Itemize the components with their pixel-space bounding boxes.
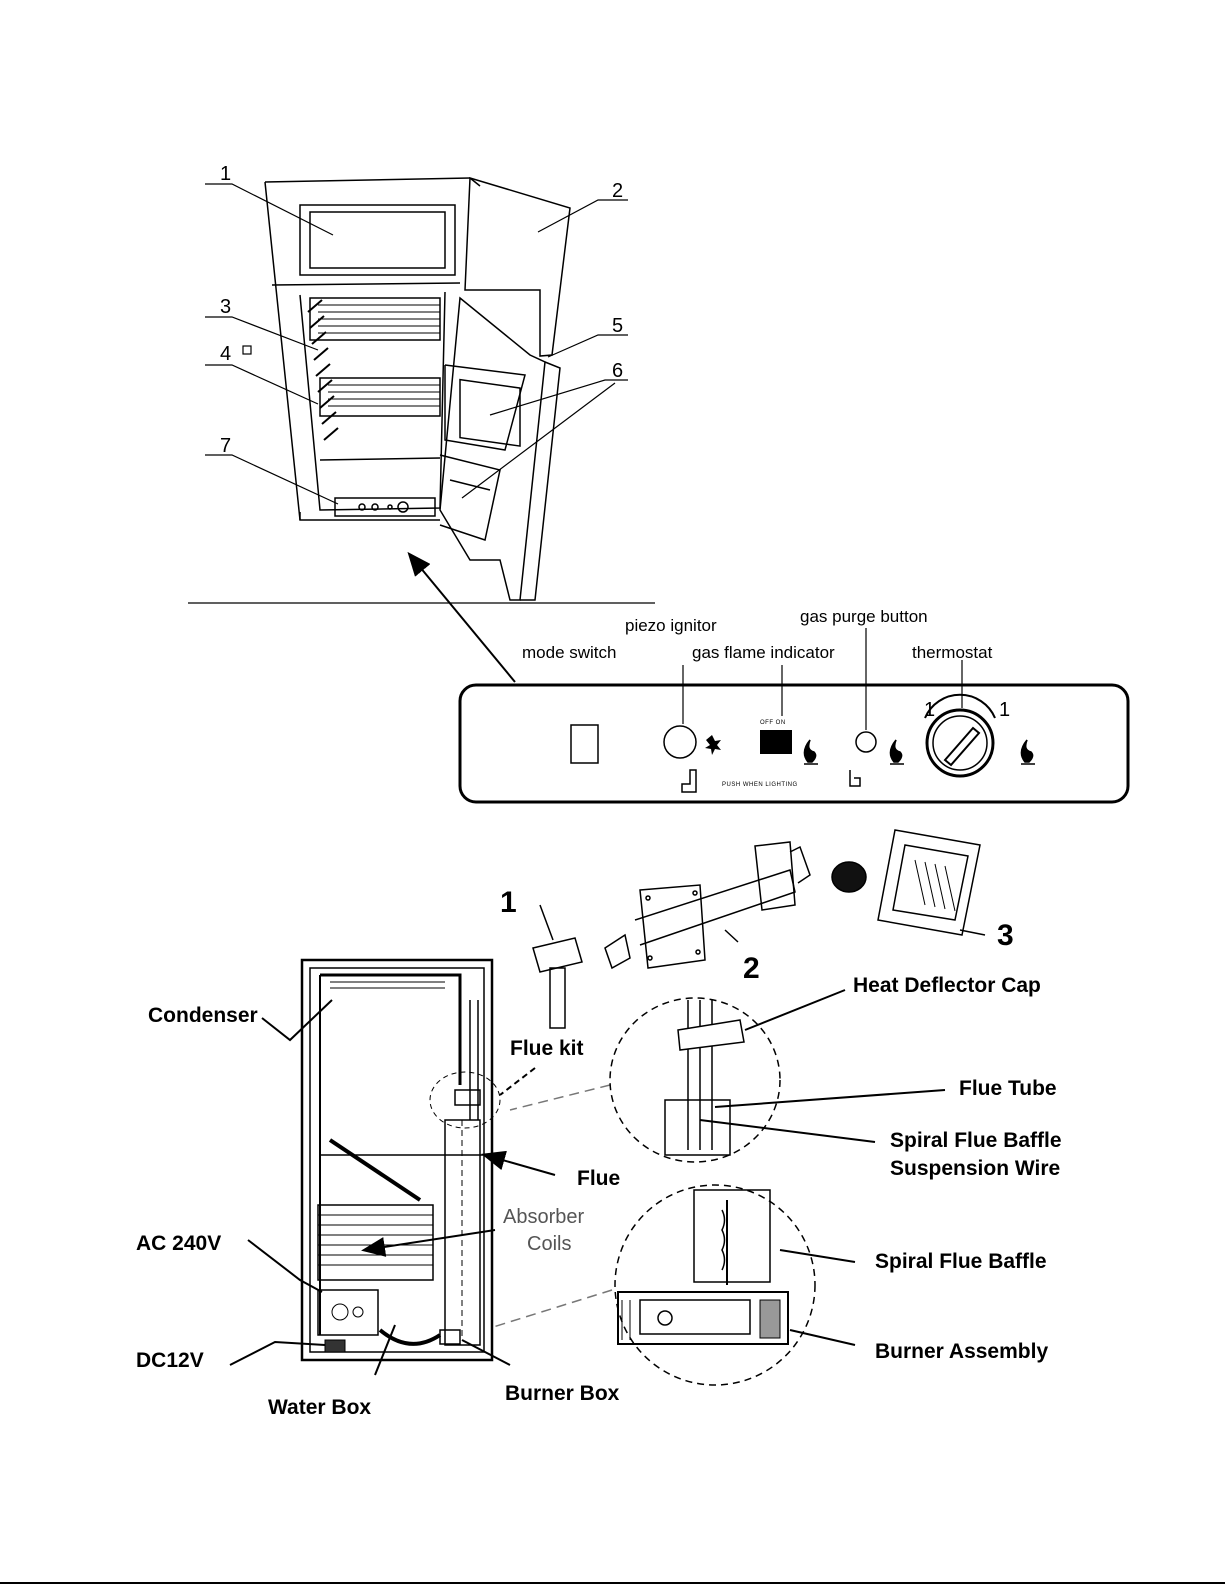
label-gas-flame-indicator: gas flame indicator xyxy=(692,643,835,662)
label-gas-purge-button: gas purge button xyxy=(800,607,928,626)
fridge-front-view xyxy=(265,178,570,600)
label-spiral-flue-baffle: Spiral Flue Baffle xyxy=(875,1250,1047,1273)
label-mode-switch: mode switch xyxy=(522,643,616,662)
flue-part-1-cap xyxy=(533,938,582,972)
flue-part-3-vent xyxy=(878,830,980,935)
burner-detail-circle xyxy=(615,1185,815,1385)
small-square-mark xyxy=(243,346,251,354)
fridge-rear-view xyxy=(302,960,500,1360)
callout-2: 2 xyxy=(612,180,623,202)
flue-kit-parts xyxy=(533,830,985,1028)
callout-4: 4 xyxy=(220,343,231,365)
svg-text:1: 1 xyxy=(999,699,1010,721)
spark-icon xyxy=(705,735,721,755)
label-suspension-line1: Spiral Flue Baffle xyxy=(890,1129,1062,1152)
label-burner-box: Burner Box xyxy=(505,1382,620,1405)
label-thermostat: thermostat xyxy=(912,643,993,662)
label-suspension-line2: Suspension Wire xyxy=(890,1157,1060,1180)
flame-icon-purge xyxy=(890,740,904,764)
callout-leaders xyxy=(205,184,628,504)
flame-icon-thermostat xyxy=(1021,740,1035,764)
label-flue-kit: Flue kit xyxy=(510,1037,584,1060)
callout-1: 1 xyxy=(220,163,231,185)
gas-purge-button xyxy=(856,732,876,752)
mode-switch xyxy=(571,725,598,763)
flue-part-label-2: 2 xyxy=(743,952,760,985)
push-when-lighting-caption: PUSH WHEN LIGHTING xyxy=(722,782,798,788)
label-ac-240v: AC 240V xyxy=(136,1232,221,1255)
callout-7: 7 xyxy=(220,435,231,457)
detail-arrow xyxy=(410,555,515,682)
label-water-box: Water Box xyxy=(268,1396,371,1419)
label-absorber-line2: Coils xyxy=(527,1233,571,1255)
callout-3: 3 xyxy=(220,296,231,318)
label-heat-deflector-cap: Heat Deflector Cap xyxy=(853,974,1041,997)
flue-part-label-3: 3 xyxy=(997,919,1014,952)
label-dc-12v: DC12V xyxy=(136,1349,204,1372)
label-flue-tube: Flue Tube xyxy=(959,1077,1057,1100)
flue-part-label-1: 1 xyxy=(500,886,517,919)
label-flue: Flue xyxy=(577,1167,620,1190)
press-hand-icon xyxy=(682,770,696,792)
flame-icon xyxy=(804,740,818,764)
callout-6: 6 xyxy=(612,360,623,382)
flue-detail-circle xyxy=(610,998,780,1162)
indicator-caption: OFF ON xyxy=(760,720,786,726)
label-burner-assembly: Burner Assembly xyxy=(875,1340,1048,1363)
callout-5: 5 xyxy=(612,315,623,337)
label-piezo-ignitor: piezo ignitor xyxy=(625,616,717,635)
flue-part-grommet xyxy=(832,862,866,892)
piezo-ignitor-button xyxy=(664,726,696,758)
svg-text:1: 1 xyxy=(924,699,935,721)
gas-flame-indicator-window xyxy=(760,730,792,754)
label-absorber-line1: Absorber xyxy=(503,1206,584,1228)
label-condenser: Condenser xyxy=(148,1004,258,1027)
press-hand-icon-purge xyxy=(850,770,860,786)
